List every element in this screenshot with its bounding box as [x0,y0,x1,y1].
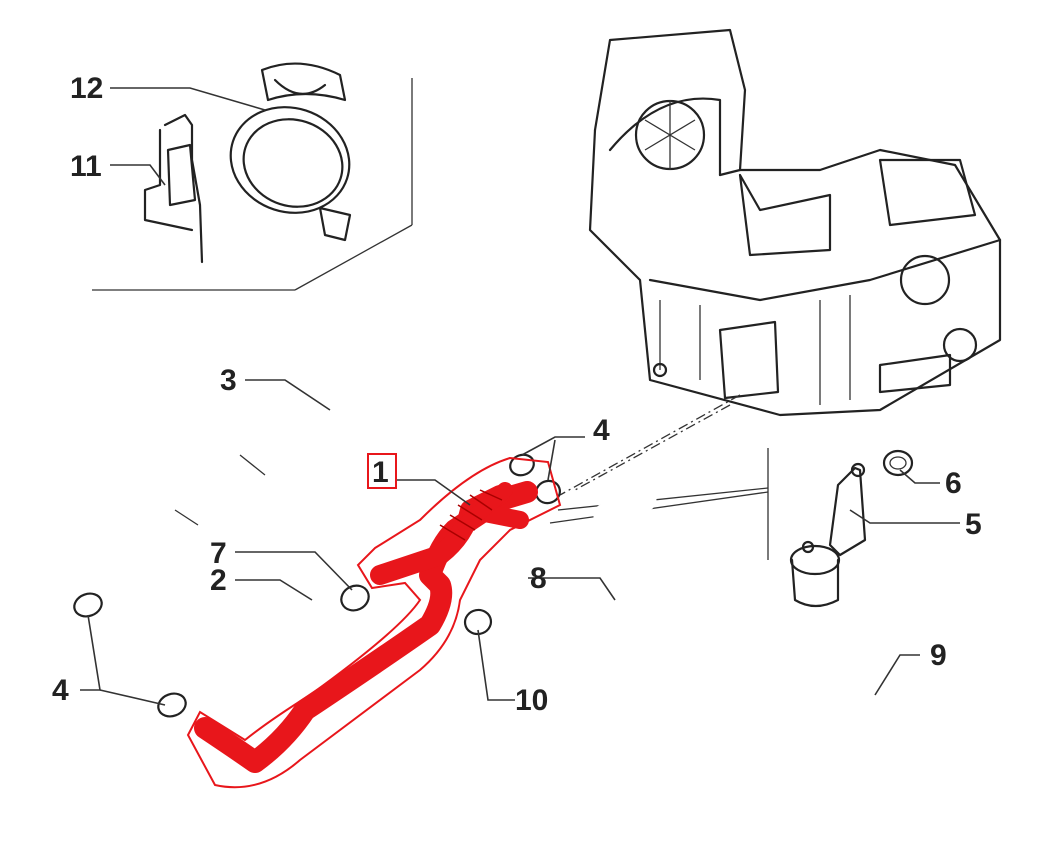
bracket-part-11 [143,113,204,264]
hose-part-1-highlighted [186,456,562,789]
label-1-box [367,453,397,489]
label-12: 12 [70,72,103,105]
label-9: 9 [930,639,947,672]
leader-lines [80,87,960,706]
hose-part-9 [670,566,885,782]
label-6: 6 [945,467,962,500]
highlight-boundary [186,456,562,789]
label-8: 8 [530,562,547,595]
label-1: 1 [372,456,389,489]
bracket-part-5 [789,462,867,608]
label-4-left: 4 [52,674,69,707]
label-2: 2 [210,564,227,597]
inset-frame [92,78,413,291]
label-4-top: 4 [593,414,610,447]
label-5: 5 [965,508,982,541]
label-11: 11 [70,150,102,183]
part-labels: 12 11 3 1 4 6 5 7 2 8 9 4 10 [52,72,982,717]
projection-lines [549,394,769,560]
hose-part-3 [124,265,466,553]
hose-clip-part-12 [229,62,352,242]
hose-part-2 [102,597,341,670]
cap-part-6 [882,449,914,477]
label-10: 10 [515,684,548,717]
label-7: 7 [210,537,227,570]
hose-part-8 [493,488,657,642]
hvac-housing [588,28,1002,417]
label-3: 3 [220,364,237,397]
